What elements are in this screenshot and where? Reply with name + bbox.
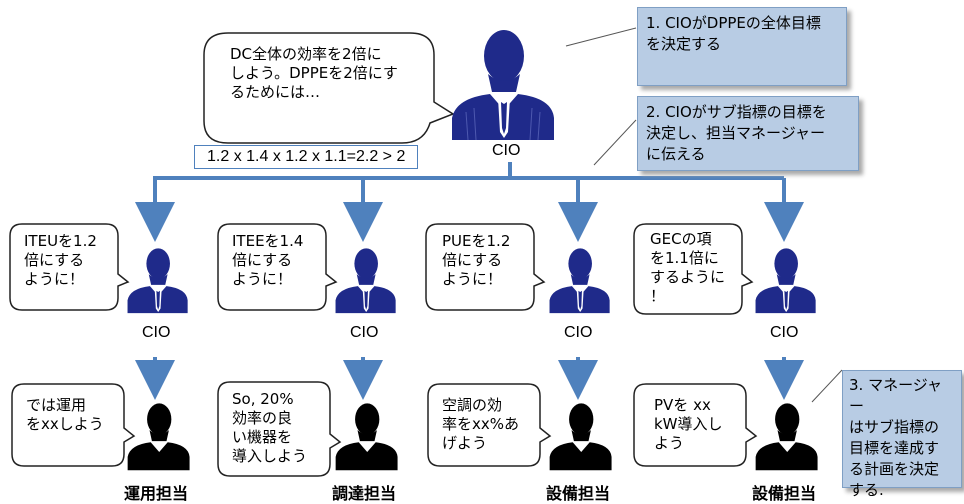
manager-speech-text-4: PVを xx kW導入し よう (654, 396, 723, 452)
cio-figure-icon-2 (335, 248, 396, 314)
top-cio-label: CIO (492, 142, 521, 159)
manager-speech-bubble-4 (633, 383, 758, 467)
cio-label-1: CIO (142, 324, 171, 341)
callout-line-2 (593, 119, 637, 166)
manager-role-label-4: 設備担当 (752, 484, 817, 503)
cio-speech-text-2: ITEEを1.4 倍にする ように！ (232, 232, 304, 288)
cio-label-4: CIO (770, 324, 799, 341)
cio-speech-bubble-4 (633, 223, 754, 315)
cio-speech-text-3: PUEを1.2 倍にする ように！ (442, 232, 511, 288)
manager-role-label-2: 調達担当 (332, 484, 397, 503)
top-speech-text: DC全体の効率を2倍に しよう。DPPEを2倍にす るためには… (230, 45, 398, 101)
manager-figure-icon-1 (127, 403, 190, 471)
callout-line-1 (565, 27, 637, 47)
cio-speech-bubble-3 (425, 223, 546, 311)
manager-speech-bubble-1 (11, 383, 136, 467)
cio-label-3: CIO (564, 324, 593, 341)
cio-speech-bubble-1 (9, 223, 130, 311)
manager-role-label-1: 運用担当 (124, 484, 189, 503)
cio-speech-text-4: GECの項 を1.1倍に するように ！ (650, 230, 726, 305)
note-step-3: 3. マネージャー はサブ指標の 目標を達成す る計画を決定 する. (842, 370, 962, 499)
callout-line-3 (811, 369, 843, 403)
manager-speech-text-3: 空調の効 率をxx%あ げよう (442, 396, 520, 452)
cio-speech-bubble-2 (217, 223, 338, 311)
distribution-lines (135, 162, 804, 400)
formula-box: 1.2 x 1.4 x 1.2 x 1.1=2.2 > 2 (194, 145, 419, 169)
manager-speech-text-1: では運用 をxxしよう (26, 396, 104, 433)
manager-speech-bubble-2 (217, 381, 342, 477)
top-speech-bubble (203, 32, 455, 144)
note-step-2: 2. CIOがサブ指標の目標を 決定し、担当マネージャー に伝える (637, 96, 859, 171)
cio-speech-text-1: ITEUを1.2 倍にする ように！ (24, 232, 97, 288)
cio-label-2: CIO (350, 324, 379, 341)
cio-figure-icon-3 (549, 248, 610, 314)
manager-speech-bubble-3 (427, 383, 552, 467)
manager-figure-icon-3 (549, 403, 612, 471)
top-cio-figure-icon (452, 30, 554, 140)
note-step-1: 1. CIOがDPPEの全体目標 を決定する (637, 7, 847, 86)
cio-figure-icon-1 (127, 248, 188, 314)
manager-figure-icon-4 (755, 403, 818, 471)
manager-figure-icon-2 (335, 403, 398, 471)
manager-speech-text-2: So, 20% 効率の良 い機器を 導入しよう (232, 390, 308, 465)
manager-role-label-3: 設備担当 (546, 484, 611, 503)
cio-figure-icon-4 (755, 248, 816, 314)
